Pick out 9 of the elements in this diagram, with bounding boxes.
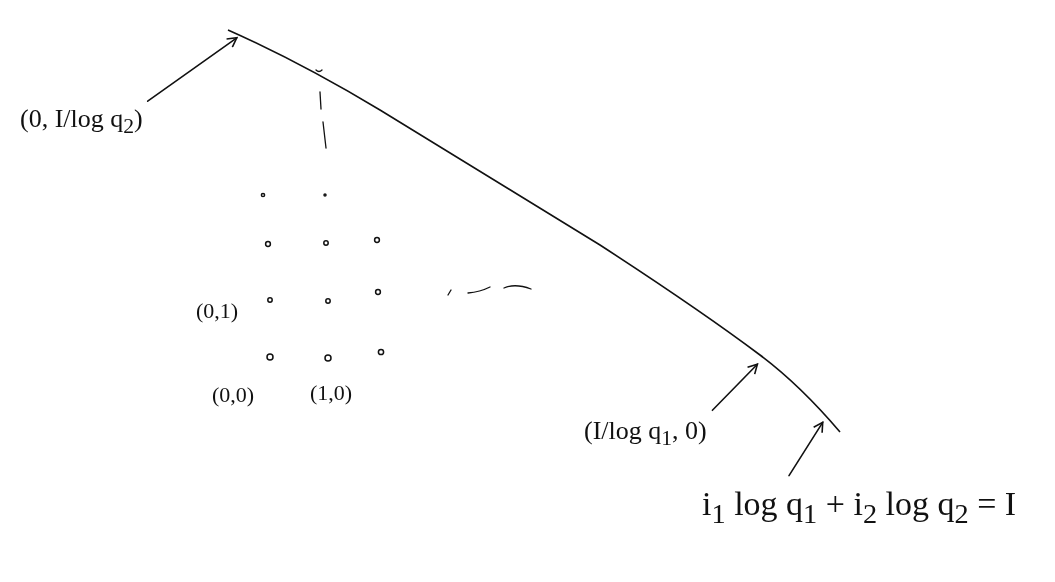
coordinate-label: (1,0) bbox=[310, 380, 353, 406]
arrow bbox=[711, 363, 759, 412]
coordinate-label: (0,0) bbox=[212, 382, 255, 408]
coordinate-label: (I/log q$_{1}$, 0) bbox=[584, 416, 707, 452]
arrow bbox=[788, 421, 824, 477]
coordinate-label: (0,1) bbox=[196, 298, 239, 324]
equation-label: i$_{1}$ log q$_{1}$ + i$_{2}$ log q$_{2}$ = I bbox=[702, 484, 1017, 531]
arrow bbox=[146, 37, 238, 102]
coordinate-label: (0, I/log q$_{2}$) bbox=[20, 104, 143, 140]
